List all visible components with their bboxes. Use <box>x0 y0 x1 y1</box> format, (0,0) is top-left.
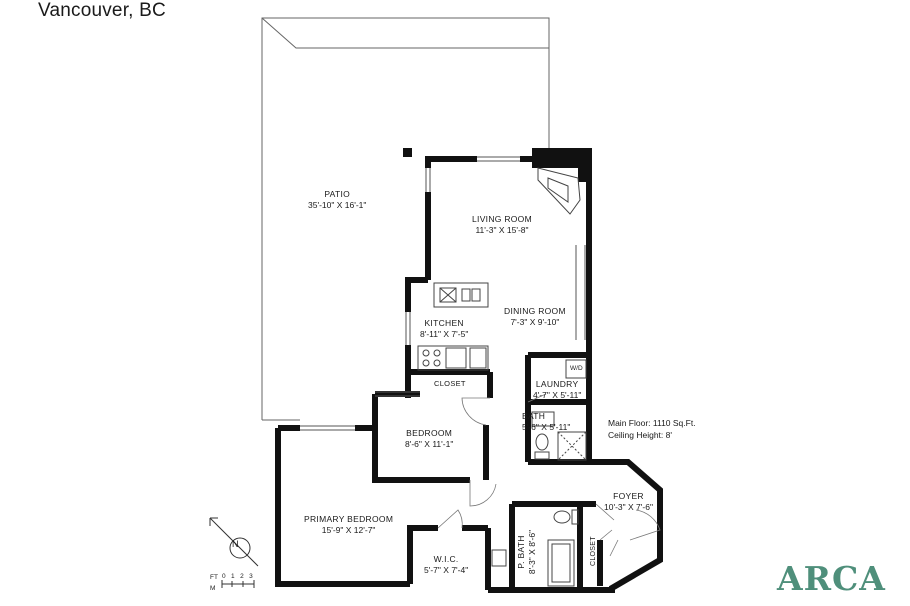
location-title: Vancouver, BC <box>38 0 166 21</box>
scale-m-label: M <box>210 585 216 592</box>
floor-info: Main Floor: 1110 Sq.Ft. Ceiling Height: … <box>608 417 696 441</box>
room-label-bedroom: BEDROOM 8'-6" X 11'-1" <box>405 428 454 449</box>
compass-icon <box>209 517 259 567</box>
room-label-wic: W.I.C. 5'-7" X 7'-4" <box>424 554 469 575</box>
structural-column <box>403 148 412 157</box>
fireplace <box>537 167 581 215</box>
floor-area: Main Floor: 1110 Sq.Ft. <box>608 418 696 428</box>
arca-logo: ARCA <box>777 559 886 598</box>
room-label-closet-2: CLOSET <box>590 536 597 566</box>
patio-outline <box>261 17 550 421</box>
kitchen-counters <box>417 282 489 371</box>
door-swings <box>437 393 661 557</box>
ceiling-height: Ceiling Height: 8' <box>608 430 672 440</box>
bath-fixtures <box>531 411 587 461</box>
corner-fill <box>532 148 592 182</box>
room-label-laundry: LAUNDRY 4'-7" X 5'-11" <box>533 379 582 400</box>
windows <box>300 156 586 431</box>
room-label-dining: DINING ROOM 7'-3" X 9'-10" <box>504 306 566 327</box>
washer-dryer <box>565 359 587 379</box>
room-label-kitchen: KITCHEN 8'-11" X 7'-5" <box>420 318 469 339</box>
room-label-patio: PATIO 35'-10" X 16'-1" <box>308 189 367 210</box>
scale-bar <box>221 580 255 588</box>
compass-north-label: N <box>232 539 239 549</box>
washer-dryer-label: W/D <box>570 365 583 372</box>
room-label-closet-1: CLOSET <box>434 379 466 388</box>
room-label-living: LIVING ROOM 11'-3" X 15'-8" <box>472 214 532 235</box>
room-label-foyer: FOYER 10'-3" X 7'-6" <box>604 491 653 512</box>
room-label-primary-bedroom: PRIMARY BEDROOM 15'-9" X 12'-7" <box>304 514 394 535</box>
scale-ticks: 0 1 2 3 <box>222 573 253 580</box>
room-label-bath: BATH 5'-6" X 5'-11" <box>522 411 571 432</box>
pbath-fixtures <box>491 509 579 587</box>
walls <box>275 148 663 593</box>
scale-ft-label: FT <box>210 574 218 581</box>
